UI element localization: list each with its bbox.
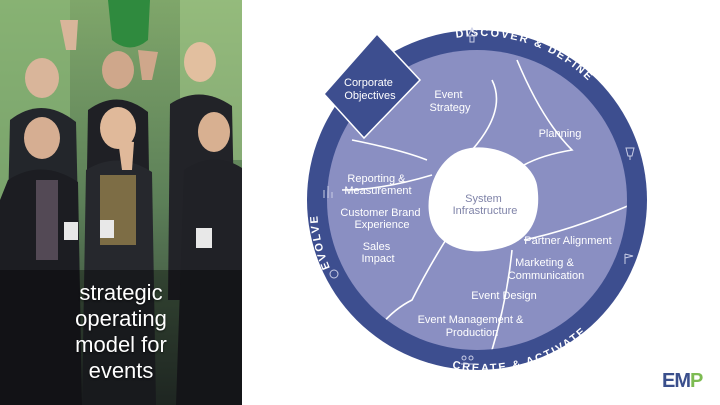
gear-icon <box>329 269 339 279</box>
system-infrastructure-label: System Infrastructure <box>453 193 518 217</box>
caption-line: model for <box>75 332 167 357</box>
center-blob <box>428 147 539 252</box>
photo-caption: strategic operating model for events <box>0 280 242 384</box>
corporate-objectives-segment <box>322 32 422 140</box>
people-icon <box>461 355 474 365</box>
planning-label: Planning <box>539 128 582 140</box>
marketing-communication-label: Marketing & Communication <box>508 257 584 282</box>
caption-line: strategic <box>79 280 163 305</box>
event-design-label: Event Design <box>471 290 536 302</box>
sales-impact-label: Sales Impact <box>361 241 394 265</box>
customer-brand-experience-label: Customer Brand Experience <box>340 207 423 231</box>
reporting-measurement-label: Reporting & Measurement <box>344 173 411 197</box>
emp-logo: EMP <box>662 370 703 392</box>
event-strategy-label: Event Strategy <box>430 89 471 114</box>
partner-alignment-label: Partner Alignment <box>524 235 611 247</box>
event-management-label: Event Management & Production <box>418 314 527 339</box>
team-photo-illustration <box>0 0 242 405</box>
chart-icon <box>323 186 333 198</box>
corporate-objectives-label: Corporate Objectives <box>344 77 396 102</box>
rocket-icon <box>467 26 477 43</box>
team-photo: strategic operating model for events <box>0 0 242 405</box>
trophy-icon <box>625 147 635 160</box>
operating-model-diagram: DISCOVER & DEFINE CREATE & ACTIVATE EVOL… <box>307 26 647 375</box>
caption-line: events <box>88 358 154 383</box>
caption-line: operating <box>75 306 167 331</box>
flag-icon <box>624 253 634 264</box>
